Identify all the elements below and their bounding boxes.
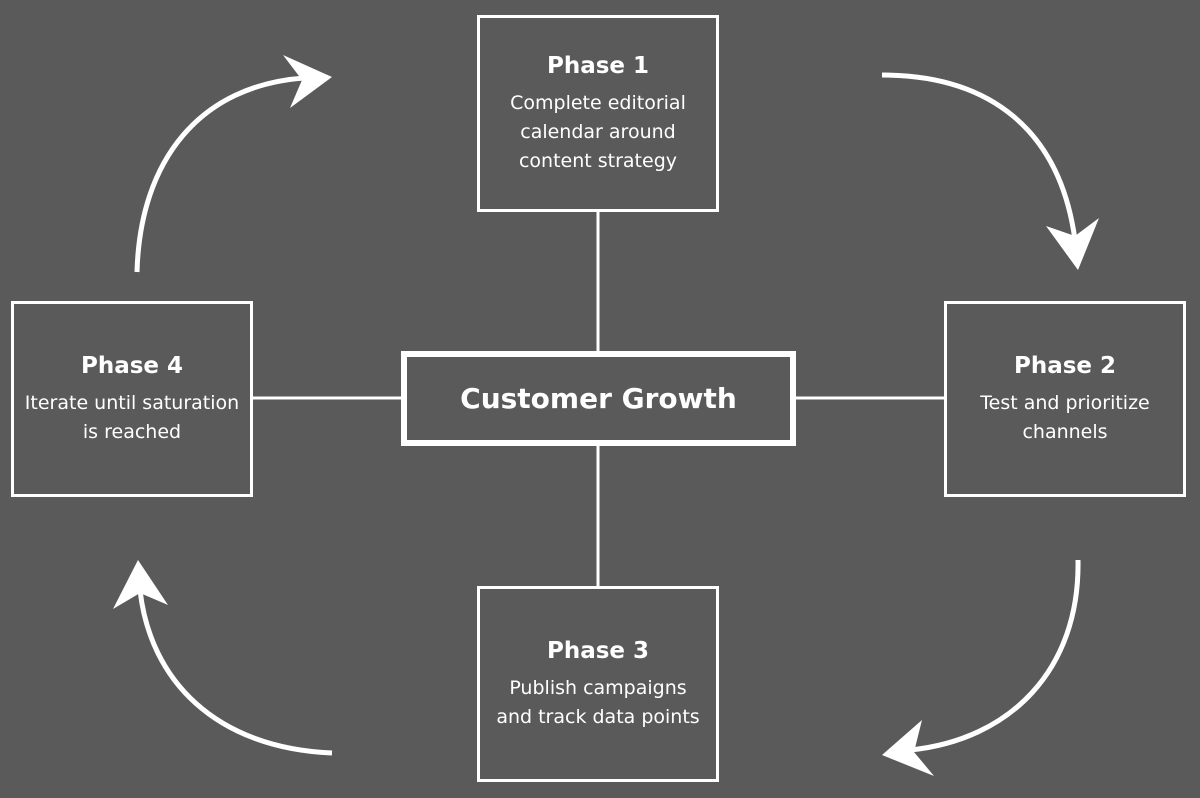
center-hub-label: Customer Growth xyxy=(460,381,737,415)
phase-3-box: Phase 3 Publish campaigns and track data… xyxy=(477,586,719,782)
cycle-arrow-phase4-to-phase1 xyxy=(134,55,332,273)
cycle-arrow-phase1-to-phase2 xyxy=(881,72,1099,270)
phase-3-description: Publish campaigns and track data points xyxy=(496,677,700,728)
phase-4-box: Phase 4 Iterate until saturation is reac… xyxy=(11,301,253,497)
cycle-arrow-phase3-to-phase4 xyxy=(113,560,333,756)
phase-4-description: Iterate until saturation is reached xyxy=(24,392,240,443)
phase-2-description: Test and prioritize channels xyxy=(980,392,1150,443)
phase-2-title: Phase 2 xyxy=(1013,353,1117,379)
phase-1-description: Complete editorial calendar around conte… xyxy=(510,92,686,172)
phase-2-box: Phase 2 Test and prioritize channels xyxy=(944,301,1186,497)
phase-3-title: Phase 3 xyxy=(546,638,650,664)
phase-1-box: Phase 1 Complete editorial calendar arou… xyxy=(477,15,719,212)
cycle-arrow-phase2-to-phase3 xyxy=(882,559,1081,776)
phase-4-title: Phase 4 xyxy=(80,353,184,379)
center-hub-box: Customer Growth xyxy=(401,351,796,446)
phase-1-title: Phase 1 xyxy=(546,53,650,79)
